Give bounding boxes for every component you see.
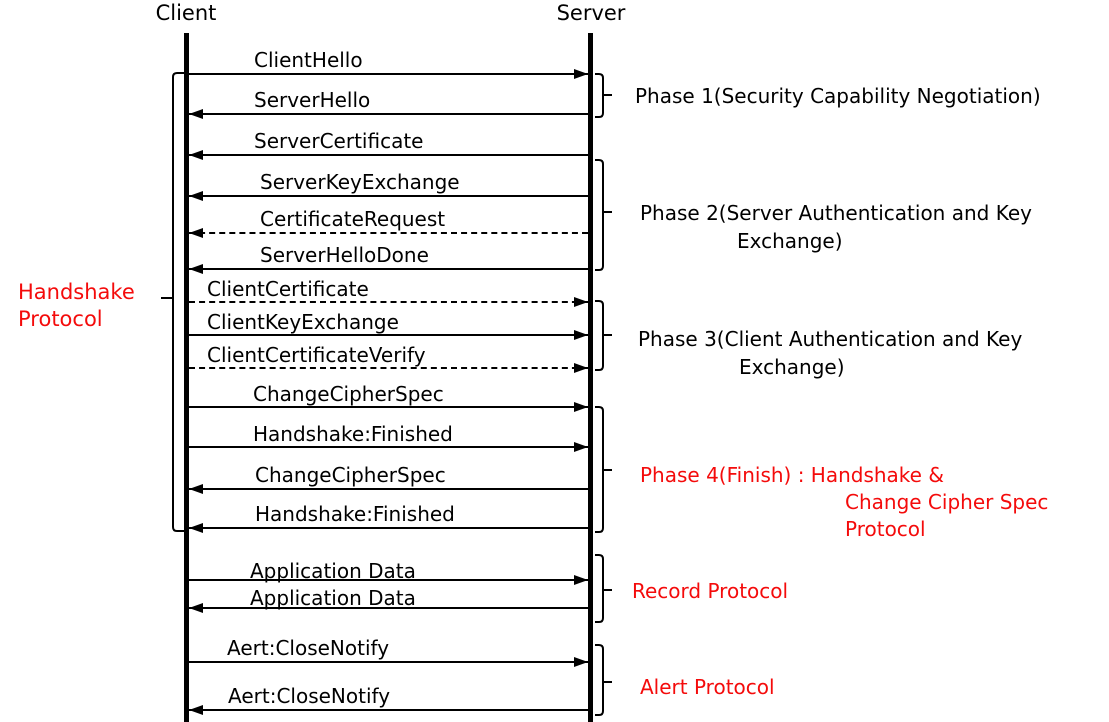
arrow-left-dashed-icon	[189, 228, 588, 238]
message-label: ChangeCipherSpec	[255, 463, 446, 487]
arrow-left-icon	[189, 603, 588, 613]
arrow-left-icon	[189, 150, 588, 160]
message-label: ClientKeyExchange	[207, 310, 399, 334]
client-actor-label: Client	[155, 1, 217, 25]
message-label: ServerKeyExchange	[260, 170, 460, 194]
phase-2-bracket	[595, 159, 604, 271]
message-label: ClientHello	[254, 48, 363, 72]
message-label: CertificateRequest	[260, 207, 446, 231]
client-lifeline	[184, 33, 189, 722]
phase-2-label-line-2: Exchange)	[737, 229, 843, 253]
arrow-left-icon	[189, 484, 588, 494]
arrow-right-icon	[189, 575, 588, 585]
phase-3-label-line-1: Phase 3(Client Authentication and Key	[638, 327, 1023, 351]
server-lifeline	[588, 33, 593, 722]
phase-4-label-line-3: Protocol	[845, 517, 926, 541]
phase-4-label-line-1: Phase 4(Finish) : Handshake &	[640, 463, 944, 487]
message-label: ChangeCipherSpec	[253, 382, 444, 406]
message-label: ServerHello	[254, 88, 371, 112]
arrow-right-dashed-icon	[189, 297, 588, 307]
phase-3-bracket	[595, 300, 604, 371]
arrow-right-icon	[189, 402, 588, 412]
message-label: ClientCertificateVerify	[207, 343, 426, 367]
phase-3-label-line-2: Exchange)	[739, 355, 845, 379]
message-label: ServerHelloDone	[260, 243, 429, 267]
server-actor-label: Server	[556, 1, 626, 25]
arrow-left-icon	[189, 705, 588, 715]
phase-1-bracket	[595, 73, 604, 118]
message-label: Application Data	[250, 586, 416, 610]
message-label: ServerCertificate	[254, 129, 424, 153]
message-label: Application Data	[250, 559, 416, 583]
arrow-left-icon	[189, 523, 588, 533]
arrow-left-icon	[189, 264, 588, 274]
message-label: Handshake:Finished	[255, 502, 455, 526]
arrow-right-dashed-icon	[189, 363, 588, 373]
phase-1-label: Phase 1(Security Capability Negotiation)	[635, 84, 1041, 108]
phase-4-label-line-2: Change Cipher Spec	[845, 490, 1049, 514]
record-protocol-bracket	[595, 554, 604, 623]
handshake-protocol-label-line-2: Protocol	[18, 307, 103, 331]
arrow-left-icon	[189, 109, 588, 119]
arrow-left-icon	[189, 191, 588, 201]
message-label: ClientCertificate	[207, 277, 369, 301]
arrow-right-icon	[189, 657, 588, 667]
alert-protocol-label: Alert Protocol	[640, 675, 775, 699]
message-label: Handshake:Finished	[253, 422, 453, 446]
message-label: Aert:CloseNotify	[228, 684, 391, 708]
phase-2-label-line-1: Phase 2(Server Authentication and Key	[640, 201, 1032, 225]
record-protocol-label: Record Protocol	[632, 579, 789, 603]
arrow-right-icon	[189, 330, 588, 340]
arrow-right-icon	[189, 442, 588, 452]
phase-4-bracket	[595, 406, 604, 533]
alert-protocol-bracket	[595, 644, 604, 716]
handshake-protocol-label-line-1: Handshake	[18, 280, 135, 304]
arrow-right-icon	[189, 69, 588, 79]
message-label: Aert:CloseNotify	[227, 636, 390, 660]
